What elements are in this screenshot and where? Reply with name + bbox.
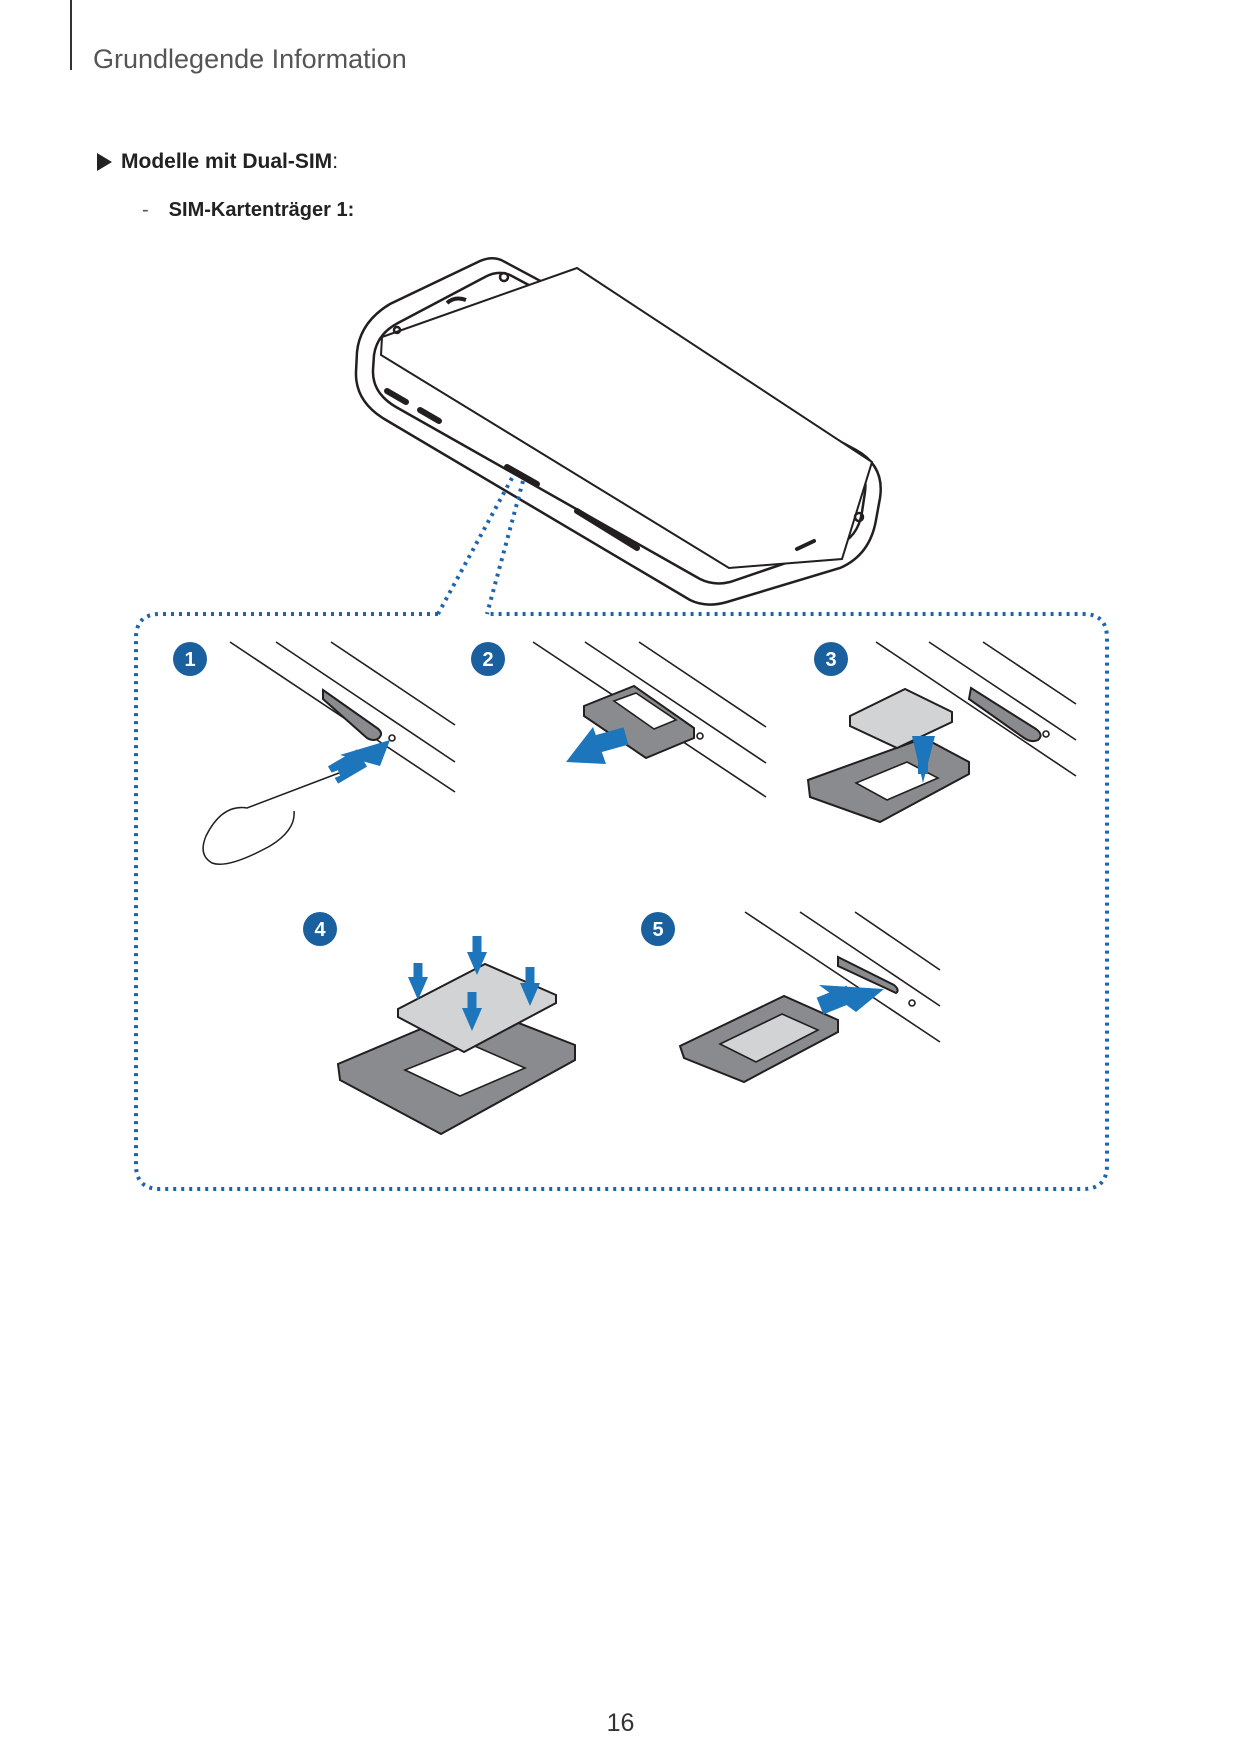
section-title: Grundlegende Information bbox=[93, 44, 407, 74]
step-4-badge bbox=[303, 912, 337, 946]
step-2-number: 2 bbox=[482, 649, 493, 671]
page-number: 16 bbox=[606, 1709, 635, 1737]
step-3-badge bbox=[814, 642, 848, 676]
step-1-badge bbox=[173, 642, 207, 676]
step-5-panel: 5 bbox=[641, 911, 941, 1084]
bullet-colon: : bbox=[332, 150, 339, 173]
bullet-label: Modelle mit Dual-SIM bbox=[121, 150, 333, 173]
step-5-badge bbox=[641, 912, 675, 946]
sub-item: - SIM-Kartenträger 1: bbox=[142, 199, 354, 222]
step-5-number: 5 bbox=[652, 919, 663, 941]
phone-illustration bbox=[354, 257, 882, 606]
step-4-number: 4 bbox=[314, 919, 326, 941]
sub-label: SIM-Kartenträger 1: bbox=[168, 199, 355, 221]
step-2-badge bbox=[471, 642, 505, 676]
header-rule bbox=[70, 0, 72, 70]
step-2-panel: 2 bbox=[471, 641, 767, 798]
dotted-outline bbox=[134, 477, 1109, 1191]
step-1-number: 1 bbox=[184, 649, 195, 671]
step-3-panel: 3 bbox=[806, 641, 1077, 824]
bullet-item: Modelle mit Dual-SIM: bbox=[97, 150, 338, 174]
sub-dash: - bbox=[142, 199, 149, 221]
step-1-panel: 1 bbox=[173, 641, 456, 868]
step-3-number: 3 bbox=[825, 649, 836, 671]
step-4-panel: 4 bbox=[303, 912, 576, 1136]
triangle-bullet-icon bbox=[97, 153, 112, 171]
